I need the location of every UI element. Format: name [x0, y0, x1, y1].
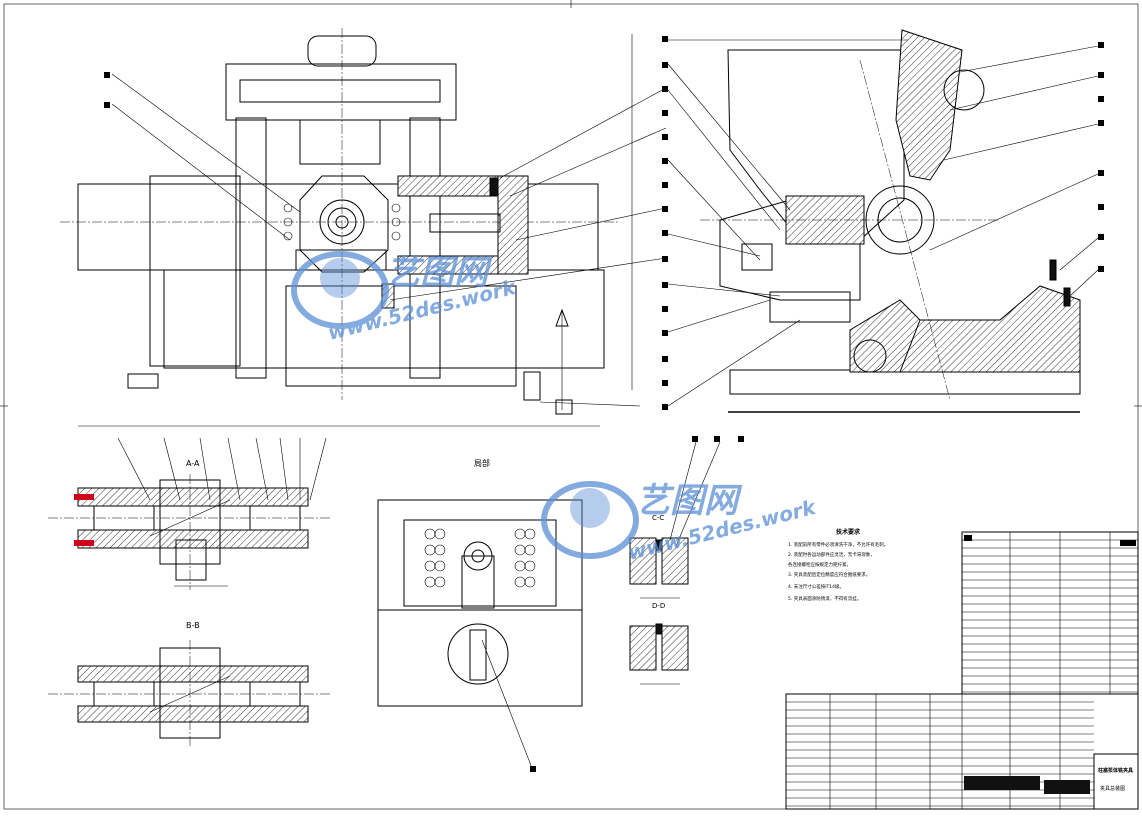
drawing-subtitle: 夹具总装图 [1100, 785, 1125, 792]
callout-column-right [104, 36, 1104, 410]
title-block: 柱塞泵体铣夹具 夹具总装图 [964, 753, 1139, 810]
tech-requirements: 技术要求 1. 装配前所有零件必须清洗干净，不允许有毛刺。 2. 装配时各运动部… [788, 528, 888, 602]
tech-req-line-5: 4. 未注尺寸公差按IT14级。 [788, 583, 844, 590]
section-d-label: D-D [652, 602, 665, 610]
section-a: A-A [48, 459, 330, 590]
tech-req-line-4: 3. 夹具装配后定位精度应符合图纸要求。 [788, 571, 870, 578]
sheet-border [3, 3, 1139, 810]
watermark-1: 艺图网 www.52des.work [291, 251, 519, 345]
callout-marks-left [117, 437, 327, 501]
watermark-2-brand: 艺图网 [636, 481, 743, 521]
tech-req-line-3: 各连接螺栓应按规定力矩拧紧。 [788, 561, 851, 568]
partial-view-label: 局部 [474, 458, 490, 468]
front-view [60, 28, 667, 427]
bolt-pattern-left [424, 528, 446, 588]
section-a-label: A-A [186, 459, 200, 468]
section-c: C-C D-D [629, 436, 744, 685]
tech-req-line-6: 5. 夹具表面涂防锈漆，不得有流挂。 [788, 595, 861, 602]
section-b-label: B-B [186, 621, 200, 630]
tech-req-title: 技术要求 [836, 528, 861, 536]
drawing-name: 柱塞泵体铣夹具 [1098, 767, 1133, 774]
tech-req-line-2: 2. 装配时各运动部件应灵活，无卡滞现象， [788, 551, 875, 558]
section-c-label: C-C [652, 514, 664, 522]
tech-req-line-1: 1. 装配前所有零件必须清洗干净，不允许有毛刺。 [788, 541, 888, 548]
section-b: B-B [48, 621, 330, 746]
watermark-1-brand: 艺图网 [386, 253, 493, 293]
bolt-pattern-right [514, 528, 536, 588]
partial-view: 局部 [377, 458, 583, 772]
parts-list [785, 531, 1139, 810]
side-view [104, 29, 1104, 413]
